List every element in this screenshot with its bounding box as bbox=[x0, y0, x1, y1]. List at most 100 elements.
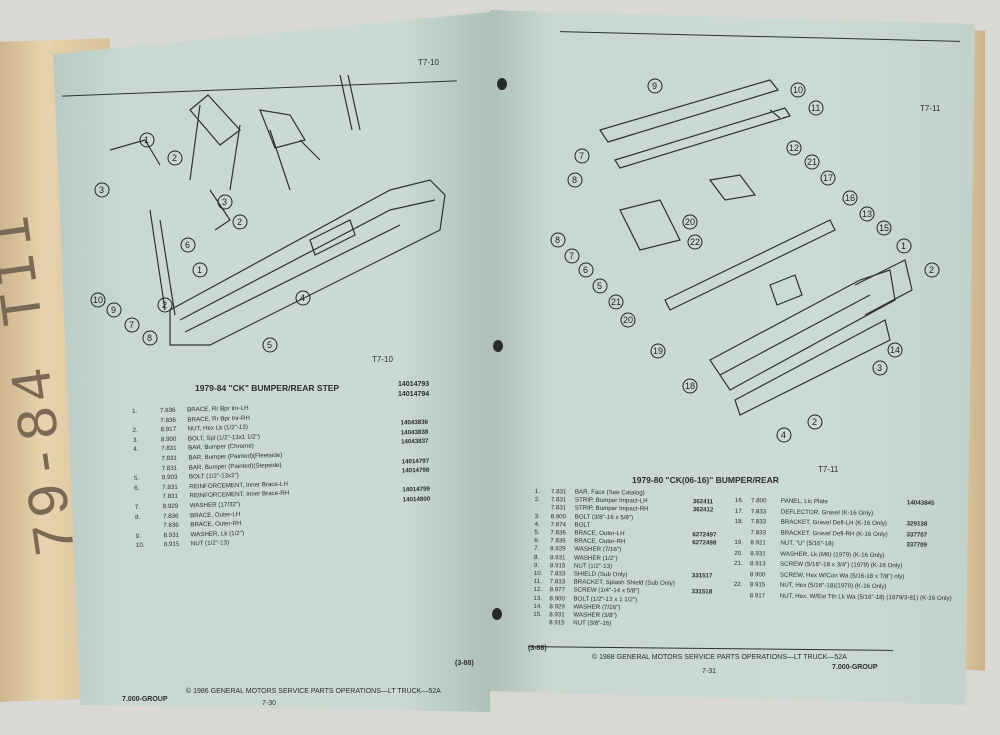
parts-part: 331517 bbox=[691, 572, 713, 580]
svg-text:21: 21 bbox=[611, 297, 621, 307]
parts-num: 22. bbox=[733, 580, 743, 589]
parts-group: 8.913 bbox=[750, 560, 766, 568]
svg-text:20: 20 bbox=[623, 315, 633, 325]
left-figure-id-top: T7-10 bbox=[418, 58, 439, 67]
parts-desc: BRACE, Outer-RH bbox=[574, 537, 626, 546]
svg-text:1: 1 bbox=[901, 241, 906, 251]
left-title-code-1: 14014793 bbox=[398, 381, 430, 388]
parts-num: 4. bbox=[534, 520, 540, 528]
parts-num: 5. bbox=[133, 475, 140, 483]
parts-num: 17. bbox=[734, 507, 744, 515]
svg-text:1: 1 bbox=[144, 135, 149, 145]
parts-desc: BRACKET, Gravel Defl-LH (K-16 Only) bbox=[780, 518, 887, 528]
parts-num: 3. bbox=[534, 512, 540, 520]
parts-group: 7.836 bbox=[160, 416, 176, 424]
svg-text:5: 5 bbox=[597, 281, 602, 291]
parts-num: 10. bbox=[533, 569, 543, 578]
parts-group: 8.931 bbox=[549, 553, 566, 562]
parts-num: 3. bbox=[132, 436, 139, 444]
parts-group: 7.836 bbox=[162, 512, 179, 520]
parts-group: 7.831 bbox=[550, 496, 567, 504]
svg-text:15: 15 bbox=[879, 223, 889, 233]
parts-group: 8.929 bbox=[550, 545, 566, 553]
parts-part: 362412 bbox=[692, 506, 714, 514]
parts-part: 331518 bbox=[691, 588, 713, 596]
parts-desc: NUT, Hex. W/Ext Tth Lk Wa (5/16"-18) (19… bbox=[779, 592, 952, 602]
parts-group: 7.831 bbox=[161, 445, 177, 453]
parts-group: 8.929 bbox=[549, 603, 565, 611]
parts-desc: NUT (1/2"-13) bbox=[190, 539, 230, 548]
parts-desc: SCREW (5/16"-18 x 3/4") (1979) (K-16 Onl… bbox=[780, 560, 903, 570]
parts-num: 7. bbox=[134, 503, 141, 511]
svg-text:10: 10 bbox=[93, 295, 103, 305]
parts-desc: BAR, Face (See Catalog) bbox=[574, 488, 645, 497]
svg-text:14: 14 bbox=[890, 345, 900, 355]
parts-group: 7.833 bbox=[750, 528, 767, 536]
parts-num: 7. bbox=[534, 545, 540, 553]
parts-desc: NUT (1/2"-13) bbox=[573, 562, 613, 570]
parts-num: 12. bbox=[533, 586, 543, 594]
svg-text:8: 8 bbox=[555, 235, 560, 245]
right-figure-id-bottom: T7-11 bbox=[818, 465, 839, 474]
right-bumper-diagram: 9 10 11 12 21 17 7 8 8 7 6 5 20 22 16 13… bbox=[550, 78, 940, 443]
svg-text:7: 7 bbox=[129, 320, 134, 330]
parts-desc: DEFLECTOR, Gravel (K-16 Only) bbox=[780, 508, 874, 517]
left-title-code-2: 14014794 bbox=[398, 391, 430, 398]
parts-desc: NUT, "U" (5/16"-18) bbox=[780, 539, 834, 548]
parts-desc: WASHER (17/32") bbox=[189, 501, 241, 510]
svg-text:2: 2 bbox=[162, 300, 167, 310]
parts-desc: WASHER (3/8") bbox=[573, 611, 617, 620]
parts-num: 6. bbox=[134, 484, 140, 492]
svg-text:9: 9 bbox=[652, 81, 657, 91]
punch-hole-bottom bbox=[492, 608, 502, 620]
parts-desc: REINFORCEMENT, Inner Brace-LH bbox=[189, 480, 288, 491]
svg-text:2: 2 bbox=[172, 153, 177, 163]
parts-desc: BRACE, Outer-LH bbox=[574, 529, 625, 538]
parts-part: 337707 bbox=[906, 530, 928, 539]
parts-group: 8.921 bbox=[750, 539, 766, 547]
left-page-number: 7-30 bbox=[262, 700, 277, 707]
right-footer-date: (3-88) bbox=[528, 645, 547, 652]
parts-num: 9. bbox=[135, 532, 141, 540]
punch-hole-top bbox=[497, 78, 507, 90]
parts-desc: WASHER (1/2") bbox=[573, 554, 618, 562]
parts-desc: BRACE, Outer-RH bbox=[190, 520, 242, 529]
parts-desc: BRACKET, Gravel Defl-RH (K-16 Only) bbox=[780, 529, 888, 538]
svg-text:10: 10 bbox=[793, 85, 803, 95]
parts-desc: BRACKET, Splash Shield (Sub Only) bbox=[573, 578, 675, 588]
parts-desc: BOLT, Spl (1/2"-13x1 1/2") bbox=[187, 433, 260, 443]
parts-part: 6272498 bbox=[692, 539, 717, 547]
parts-part: 6272497 bbox=[692, 531, 717, 539]
parts-part: 337709 bbox=[906, 541, 928, 549]
parts-group: 8.931 bbox=[750, 549, 766, 557]
parts-desc: BOLT (1/2"-13 x 1 1/2") bbox=[573, 595, 638, 604]
parts-group: 8.977 bbox=[549, 586, 566, 594]
svg-text:17: 17 bbox=[823, 173, 833, 183]
parts-group: 7.831 bbox=[161, 454, 178, 463]
parts-num: 16. bbox=[734, 497, 744, 505]
right-footer-copyright: © 1988 GENERAL MOTORS SERVICE PARTS OPER… bbox=[592, 654, 847, 661]
svg-text:19: 19 bbox=[653, 346, 663, 356]
parts-desc: REINFORCEMENT, Inner Brace-RH bbox=[189, 490, 290, 500]
parts-group: 7.833 bbox=[750, 507, 767, 515]
svg-text:16: 16 bbox=[845, 193, 855, 203]
parts-group: 8.915 bbox=[749, 581, 766, 589]
parts-part: 14043836 bbox=[400, 418, 429, 427]
svg-text:3: 3 bbox=[877, 363, 882, 373]
parts-part: 329138 bbox=[906, 520, 928, 528]
parts-desc: WASHER, Lk (M6) (1979) (K-16 Only) bbox=[780, 550, 885, 559]
parts-group: 8.915 bbox=[549, 562, 566, 570]
svg-text:6: 6 bbox=[583, 265, 588, 275]
svg-text:9: 9 bbox=[111, 305, 116, 315]
left-page bbox=[53, 12, 490, 712]
parts-desc: SHIELD (Sub Only) bbox=[573, 570, 628, 579]
parts-group: 8.917 bbox=[749, 591, 766, 599]
parts-group: 7.831 bbox=[162, 483, 178, 491]
svg-text:20: 20 bbox=[685, 217, 695, 227]
parts-group: 7.833 bbox=[750, 518, 767, 526]
left-bumper-diagram: 1 2 3 3 2 1 6 10 9 7 8 2 4 5 bbox=[90, 74, 446, 353]
svg-text:4: 4 bbox=[781, 430, 786, 440]
svg-text:8: 8 bbox=[572, 175, 577, 185]
parts-part: 14014798 bbox=[401, 466, 430, 475]
parts-group: 7.836 bbox=[159, 406, 176, 415]
